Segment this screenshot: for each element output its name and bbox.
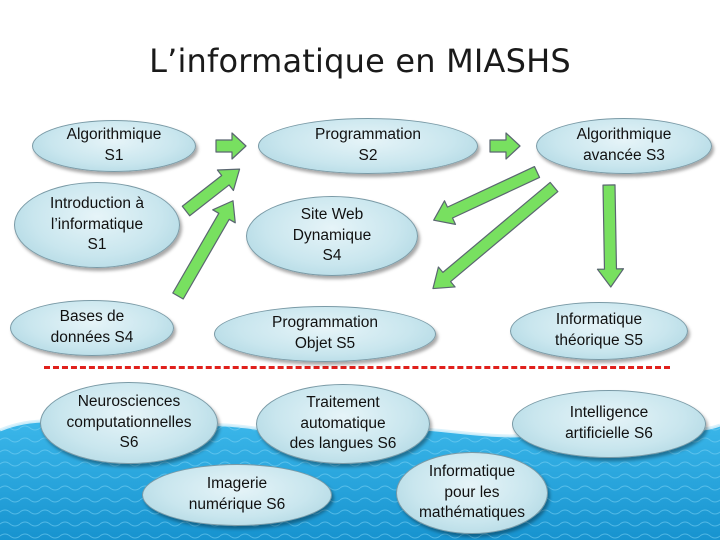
node-informatique-theorique-s5: Informatique théorique S5	[510, 302, 688, 360]
arrow-up-right-icon	[172, 200, 236, 300]
semester-divider-line	[44, 366, 670, 369]
node-site-web-dynamique-s4: Site Web Dynamique S4	[246, 196, 418, 276]
node-imagerie-numerique-s6: Imagerie numérique S6	[142, 464, 332, 526]
arrow-up-right-icon	[181, 168, 241, 217]
node-algorithmique-avancee-s3: Algorithmique avancée S3	[536, 118, 712, 174]
node-introduction-informatique-s1: Introduction à l’informatique S1	[14, 182, 180, 268]
node-traitement-automatique-langues-s6: Traitement automatique des langues S6	[256, 384, 430, 464]
node-programmation-s2: Programmation S2	[258, 118, 478, 174]
arrow-right-icon	[489, 132, 521, 160]
node-intelligence-artificielle-s6: Intelligence artificielle S6	[512, 390, 706, 458]
arrow-down-left-icon	[432, 181, 559, 290]
node-informatique-pour-mathematiques: Informatique pour les mathématiques	[396, 452, 548, 534]
node-programmation-objet-s5: Programmation Objet S5	[214, 306, 436, 362]
node-bases-de-donnees-s4: Bases de données S4	[10, 300, 174, 356]
node-algorithmique-s1: Algorithmique S1	[32, 120, 196, 172]
arrow-down-icon	[596, 184, 625, 288]
arrow-right-icon	[215, 132, 247, 160]
node-neurosciences-computationnelles-s6: Neurosciences computationnelles S6	[40, 382, 218, 464]
arrow-left-icon	[433, 165, 541, 225]
page-title: L’informatique en MIASHS	[149, 42, 571, 80]
